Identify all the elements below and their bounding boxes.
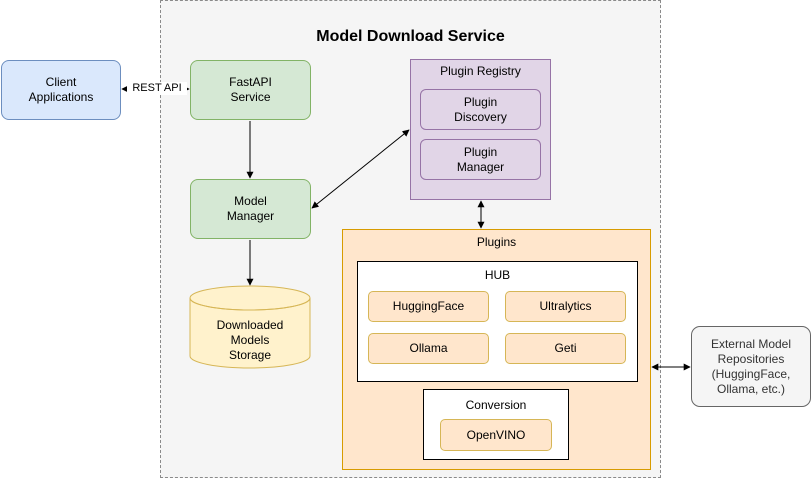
storage-label: Downloaded Models Storage xyxy=(216,317,284,362)
conversion-label: Conversion xyxy=(465,398,527,412)
openvino-plugin-node: OpenVINO xyxy=(440,419,552,451)
huggingface-plugin-node: HuggingFace xyxy=(368,291,489,322)
hub-label: HUB xyxy=(484,268,511,282)
edge-model-manager-plugin-registry xyxy=(311,129,410,209)
ultralytics-plugin-node: Ultralytics xyxy=(505,291,626,322)
rest-api-edge-label: REST API xyxy=(127,82,187,95)
plugin-discovery-node: Plugin Discovery xyxy=(420,89,541,130)
geti-plugin-node: Geti xyxy=(505,333,626,364)
external-model-repositories-node: External Model Repositories (HuggingFace… xyxy=(691,326,811,407)
diagram-title: Model Download Service xyxy=(316,28,505,45)
plugin-manager-node: Plugin Manager xyxy=(420,139,541,180)
model-manager-node: Model Manager xyxy=(190,179,311,239)
ollama-plugin-node: Ollama xyxy=(368,333,489,364)
plugin-registry-label: Plugin Registry xyxy=(440,64,521,78)
downloaded-models-storage-node xyxy=(189,285,311,369)
client-applications-node: Client Applications xyxy=(1,60,121,120)
plugins-label: Plugins xyxy=(476,235,517,249)
fastapi-service-node: FastAPI Service xyxy=(190,60,311,120)
